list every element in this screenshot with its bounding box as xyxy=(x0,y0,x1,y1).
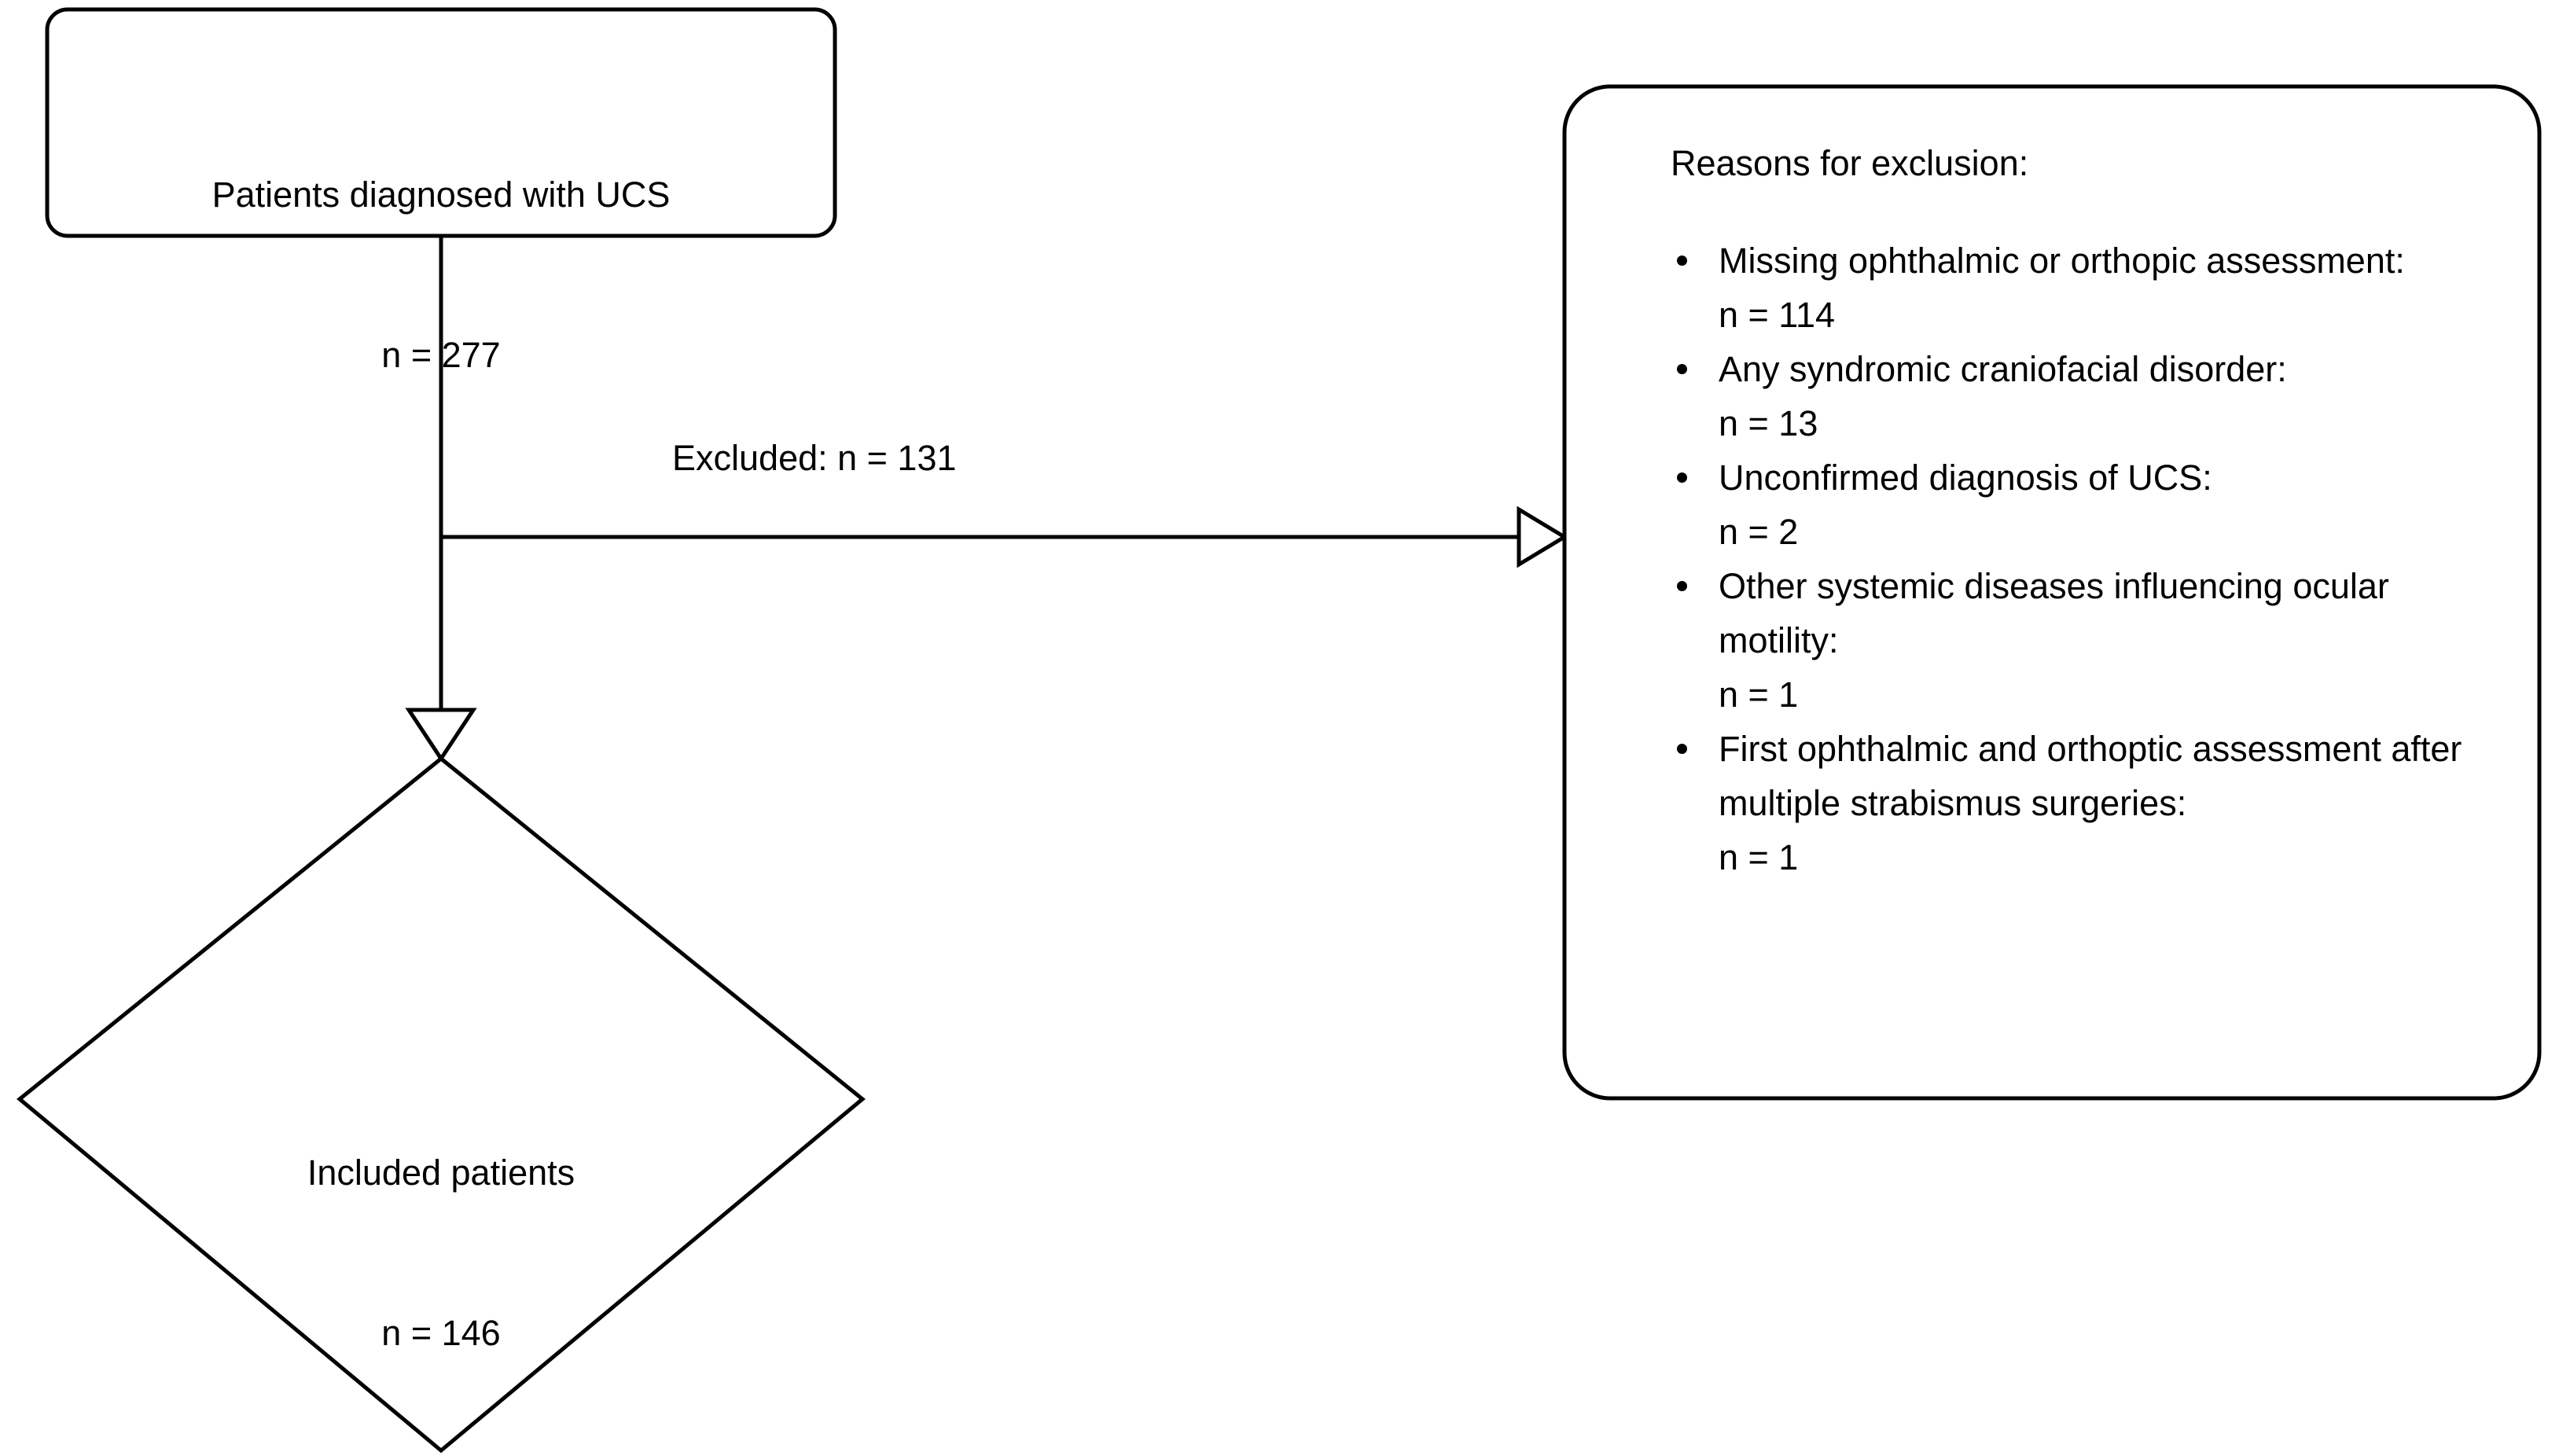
exclusion-reason-count: n = 1 xyxy=(1719,675,1799,715)
exclusion-panel-shape[interactable] xyxy=(1562,84,2542,1101)
exclusion-reason-item: Unconfirmed diagnosis of UCS: n = 2 xyxy=(1671,450,2508,559)
included-node-count: n = 146 xyxy=(381,1313,501,1353)
exclusion-reason-item: Any syndromic craniofacial disorder: n = … xyxy=(1671,342,2508,450)
included-node-shape[interactable] xyxy=(17,756,866,1454)
exclusion-reason-count: n = 2 xyxy=(1719,512,1799,552)
exclusion-reason-item: First ophthalmic and orthoptic assessmen… xyxy=(1671,722,2508,884)
exclusion-reason-label: First ophthalmic and orthoptic assessmen… xyxy=(1719,729,2462,823)
exclusion-reason-item: Other systemic diseases influencing ocul… xyxy=(1671,559,2508,722)
source-node-count: n = 277 xyxy=(381,335,501,375)
exclusion-reason-count: n = 114 xyxy=(1719,295,1836,335)
arrowhead-down-icon xyxy=(405,708,477,763)
bullet-dot-icon xyxy=(1677,744,1687,754)
bullet-dot-icon xyxy=(1677,581,1687,591)
exclusion-panel-content: Reasons for exclusion: Missing ophthalmi… xyxy=(1564,86,2539,1098)
exclusion-reason-label: Unconfirmed diagnosis of UCS: xyxy=(1719,458,2212,498)
exclusion-reason-label: Other systemic diseases influencing ocul… xyxy=(1719,566,2389,660)
exclusion-reason-item: Missing ophthalmic or orthopic assessmen… xyxy=(1671,233,2508,342)
exclusion-reason-count: n = 1 xyxy=(1719,837,1799,877)
included-node-text: Included patients n = 146 xyxy=(127,1039,756,1456)
arrowhead-right-icon xyxy=(1517,506,1568,568)
exclusion-reason-label: Any syndromic craniofacial disorder: xyxy=(1719,349,2287,389)
bullet-dot-icon xyxy=(1677,364,1687,374)
exclusion-reason-count: n = 13 xyxy=(1719,403,1818,443)
exclusion-reason-list: Missing ophthalmic or orthopic assessmen… xyxy=(1671,233,2508,884)
exclusion-reason-label: Missing ophthalmic or orthopic assessmen… xyxy=(1719,241,2405,281)
included-node-label: Included patients xyxy=(307,1153,575,1193)
source-node-text: Patients diagnosed with UCS n = 277 xyxy=(47,61,835,489)
excluded-edge-label: Excluded: n = 131 xyxy=(672,438,957,478)
bullet-dot-icon xyxy=(1677,472,1687,483)
bullet-dot-icon xyxy=(1677,256,1687,266)
exclusion-panel-heading: Reasons for exclusion: xyxy=(1671,143,2029,183)
source-node-label: Patients diagnosed with UCS xyxy=(211,175,671,215)
